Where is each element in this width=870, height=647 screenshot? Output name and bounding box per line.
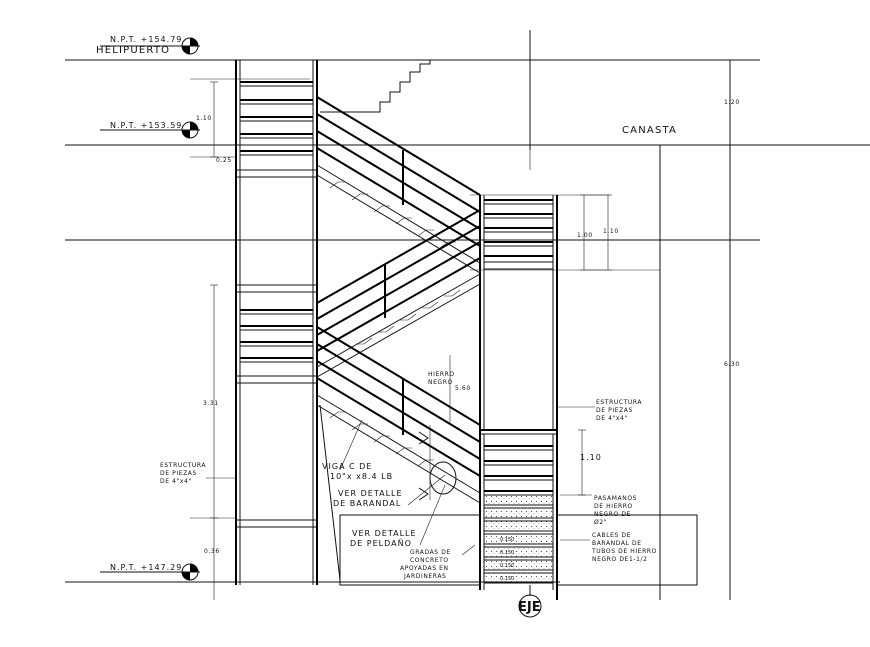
svg-text:NEGRO DE: NEGRO DE	[594, 511, 631, 518]
svg-text:0.150: 0.150	[500, 563, 514, 569]
upper-steps	[320, 59, 445, 113]
svg-text:CONCRETO: CONCRETO	[410, 557, 449, 564]
svg-text:Ø2": Ø2"	[594, 519, 607, 526]
svg-text:DE PIEZAS: DE PIEZAS	[160, 470, 197, 477]
leader-lines	[206, 406, 595, 556]
dim-110-right: 1.10	[603, 228, 619, 235]
svg-text:DE HIERRO: DE HIERRO	[594, 503, 633, 510]
right-railing-upper	[484, 199, 553, 257]
flight-3	[316, 326, 481, 581]
svg-text:HIERRO: HIERRO	[428, 371, 455, 378]
dim-025: 0.25	[216, 157, 232, 164]
dim-036: 0.36	[204, 548, 220, 555]
zone-label: CANASTA	[622, 125, 677, 136]
planter-outlines	[339, 514, 698, 586]
svg-text:DE 4"x4": DE 4"x4"	[596, 415, 628, 422]
level-marker-bottom	[100, 563, 200, 581]
svg-text:0.150: 0.150	[500, 537, 514, 543]
svg-text:GRADAS DE: GRADAS DE	[410, 549, 451, 556]
note-gradas: GRADAS DE CONCRETO APOYADAS EN JARDINERA…	[400, 549, 451, 580]
svg-text:VER DETALLE: VER DETALLE	[338, 489, 403, 498]
svg-text:ESTRUCTURA: ESTRUCTURA	[596, 399, 642, 406]
dim-120: 1.20	[724, 99, 740, 106]
svg-text:NEGRO: NEGRO	[428, 379, 453, 386]
dim-100: 1.00	[577, 232, 593, 239]
dim-110-lower: 1.10	[580, 453, 602, 462]
svg-text:APOYADAS EN: APOYADAS EN	[400, 565, 449, 572]
note-estructura-right: ESTRUCTURA DE PIEZAS DE 4"x4"	[596, 399, 642, 422]
note-cables: CABLES DE BARANDAL DE TUBOS DE HIERRO NE…	[591, 532, 657, 563]
level-marker-mid	[100, 121, 200, 139]
dim-560: 5.60	[455, 385, 471, 392]
level-mid-label: N.P.T. +153.59	[110, 121, 182, 130]
svg-text:DE 4"x4": DE 4"x4"	[160, 478, 192, 485]
level-top-name: HELIPUERTO	[96, 45, 170, 56]
dim-110-top: 1.10	[196, 115, 212, 122]
svg-text:0.150: 0.150	[500, 576, 514, 582]
svg-text:NEGRO DE1-1/2: NEGRO DE1-1/2	[592, 556, 648, 563]
flight-1	[316, 96, 481, 274]
note-estructura-left: ESTRUCTURA DE PIEZAS DE 4"x4"	[160, 462, 206, 485]
level-marker-top	[100, 37, 200, 55]
svg-text:VER DETALLE: VER DETALLE	[352, 529, 417, 538]
svg-text:0.150: 0.150	[500, 550, 514, 556]
left-railing-top	[240, 81, 313, 156]
svg-text:TUBOS DE HIERRO: TUBOS DE HIERRO	[591, 548, 657, 555]
svg-text:ESTRUCTURA: ESTRUCTURA	[160, 462, 206, 469]
axis-marker	[518, 585, 542, 618]
level-top-label: N.P.T. +154.79	[110, 35, 182, 44]
note-viga: VIGA C DE 10"x x8.4 LB	[322, 462, 393, 481]
note-hierro-negro: HIERRO NEGRO	[428, 371, 455, 386]
flight-2	[316, 209, 481, 378]
svg-text:DE PELDAÑO: DE PELDAÑO	[350, 538, 412, 548]
dimension-lines	[210, 81, 612, 600]
level-bottom-label: N.P.T. +147.29	[110, 563, 182, 572]
note-pasamanos: PASAMANOS DE HIERRO NEGRO DE Ø2"	[594, 495, 637, 526]
note-ver-barandal: VER DETALLE DE BARANDAL	[333, 489, 403, 508]
svg-text:VIGA C DE: VIGA C DE	[322, 462, 372, 471]
left-columns	[235, 60, 318, 585]
axis-tag: EJE	[518, 600, 541, 615]
svg-text:JARDINERAS: JARDINERAS	[403, 573, 446, 580]
dim-630: 6.30	[724, 361, 740, 368]
grid-lines	[529, 30, 731, 600]
svg-text:10"x x8.4 LB: 10"x x8.4 LB	[330, 472, 393, 481]
svg-text:PASAMANOS: PASAMANOS	[594, 495, 637, 502]
concrete-steps	[483, 494, 554, 584]
svg-text:BARANDAL DE: BARANDAL DE	[592, 540, 642, 547]
level-lines	[65, 59, 870, 583]
dim-331: 3.31	[203, 400, 219, 407]
svg-text:DE BARANDAL: DE BARANDAL	[333, 499, 401, 508]
note-ver-peldano: VER DETALLE DE PELDAÑO	[350, 529, 417, 548]
svg-text:CABLES DE: CABLES DE	[592, 532, 631, 539]
left-railing-mid	[240, 309, 313, 363]
step-marks: 0.150 0.150 0.150 0.150	[500, 537, 514, 582]
svg-text:DE PIEZAS: DE PIEZAS	[596, 407, 633, 414]
